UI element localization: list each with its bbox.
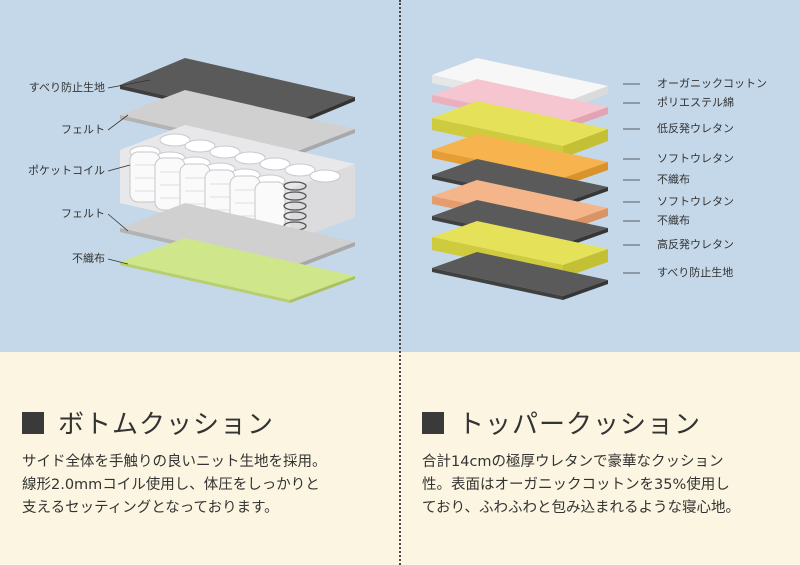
description-line: サイド全体を手触りの良いニット生地を採用。: [22, 454, 327, 470]
bottom-layer-nonwoven: [120, 238, 355, 303]
top-label-polyester: ポリエステル綿: [657, 96, 734, 109]
square-bullet-icon: [22, 411, 44, 434]
bottom-label-felt-top: フェルト: [61, 123, 105, 136]
bottom-cushion-title: ボトムクッション: [58, 410, 275, 440]
top-label-high-rebound: 高反発ウレタン: [657, 238, 734, 251]
topper-layer-antislip: [432, 252, 608, 300]
bottom-label-nonwoven: 不織布: [72, 252, 105, 265]
top-label-nonwoven-1: 不織布: [657, 173, 690, 186]
description-line: 線形2.0mmコイル使用し、体圧をしっかりと: [22, 477, 320, 493]
bottom-cushion-description: サイド全体を手触りの良いニット生地を採用。 線形2.0mmコイル使用し、体圧をし…: [22, 451, 402, 520]
top-label-nonwoven-2: 不織布: [657, 214, 690, 227]
description-line: ており、ふわふわと包み込まれるような寝心地。: [422, 500, 740, 516]
top-label-low-rebound: 低反発ウレタン: [657, 122, 734, 135]
bottom-label-pocket-coil: ポケットコイル: [28, 164, 105, 177]
top-label-antislip: すべり防止生地: [657, 266, 734, 279]
topper-cushion-description: 合計14cmの極厚ウレタンで豪華なクッション 性。表面はオーガニックコットンを3…: [422, 451, 800, 520]
bottom-cushion-heading: ボトムクッション: [22, 404, 274, 441]
description-line: 支えるセッティングとなっております。: [22, 500, 279, 516]
square-bullet-icon: [422, 411, 444, 434]
mattress-layer-diagram: [107, 58, 640, 303]
bottom-label-felt-bottom: フェルト: [61, 207, 105, 220]
top-label-soft-urethane-1: ソフトウレタン: [657, 152, 734, 165]
bottom-label-antislip: すべり防止生地: [28, 81, 105, 94]
topper-cushion-heading: トッパークッション: [422, 404, 701, 441]
description-line: 性。表面はオーガニックコットンを35%使用し: [422, 477, 730, 493]
top-label-organic-cotton: オーガニックコットン: [657, 77, 767, 90]
top-label-soft-urethane-2: ソフトウレタン: [657, 195, 734, 208]
description-line: 合計14cmの極厚ウレタンで豪華なクッション: [422, 454, 724, 470]
section-divider: [399, 0, 401, 565]
topper-cushion-title: トッパークッション: [458, 410, 702, 440]
